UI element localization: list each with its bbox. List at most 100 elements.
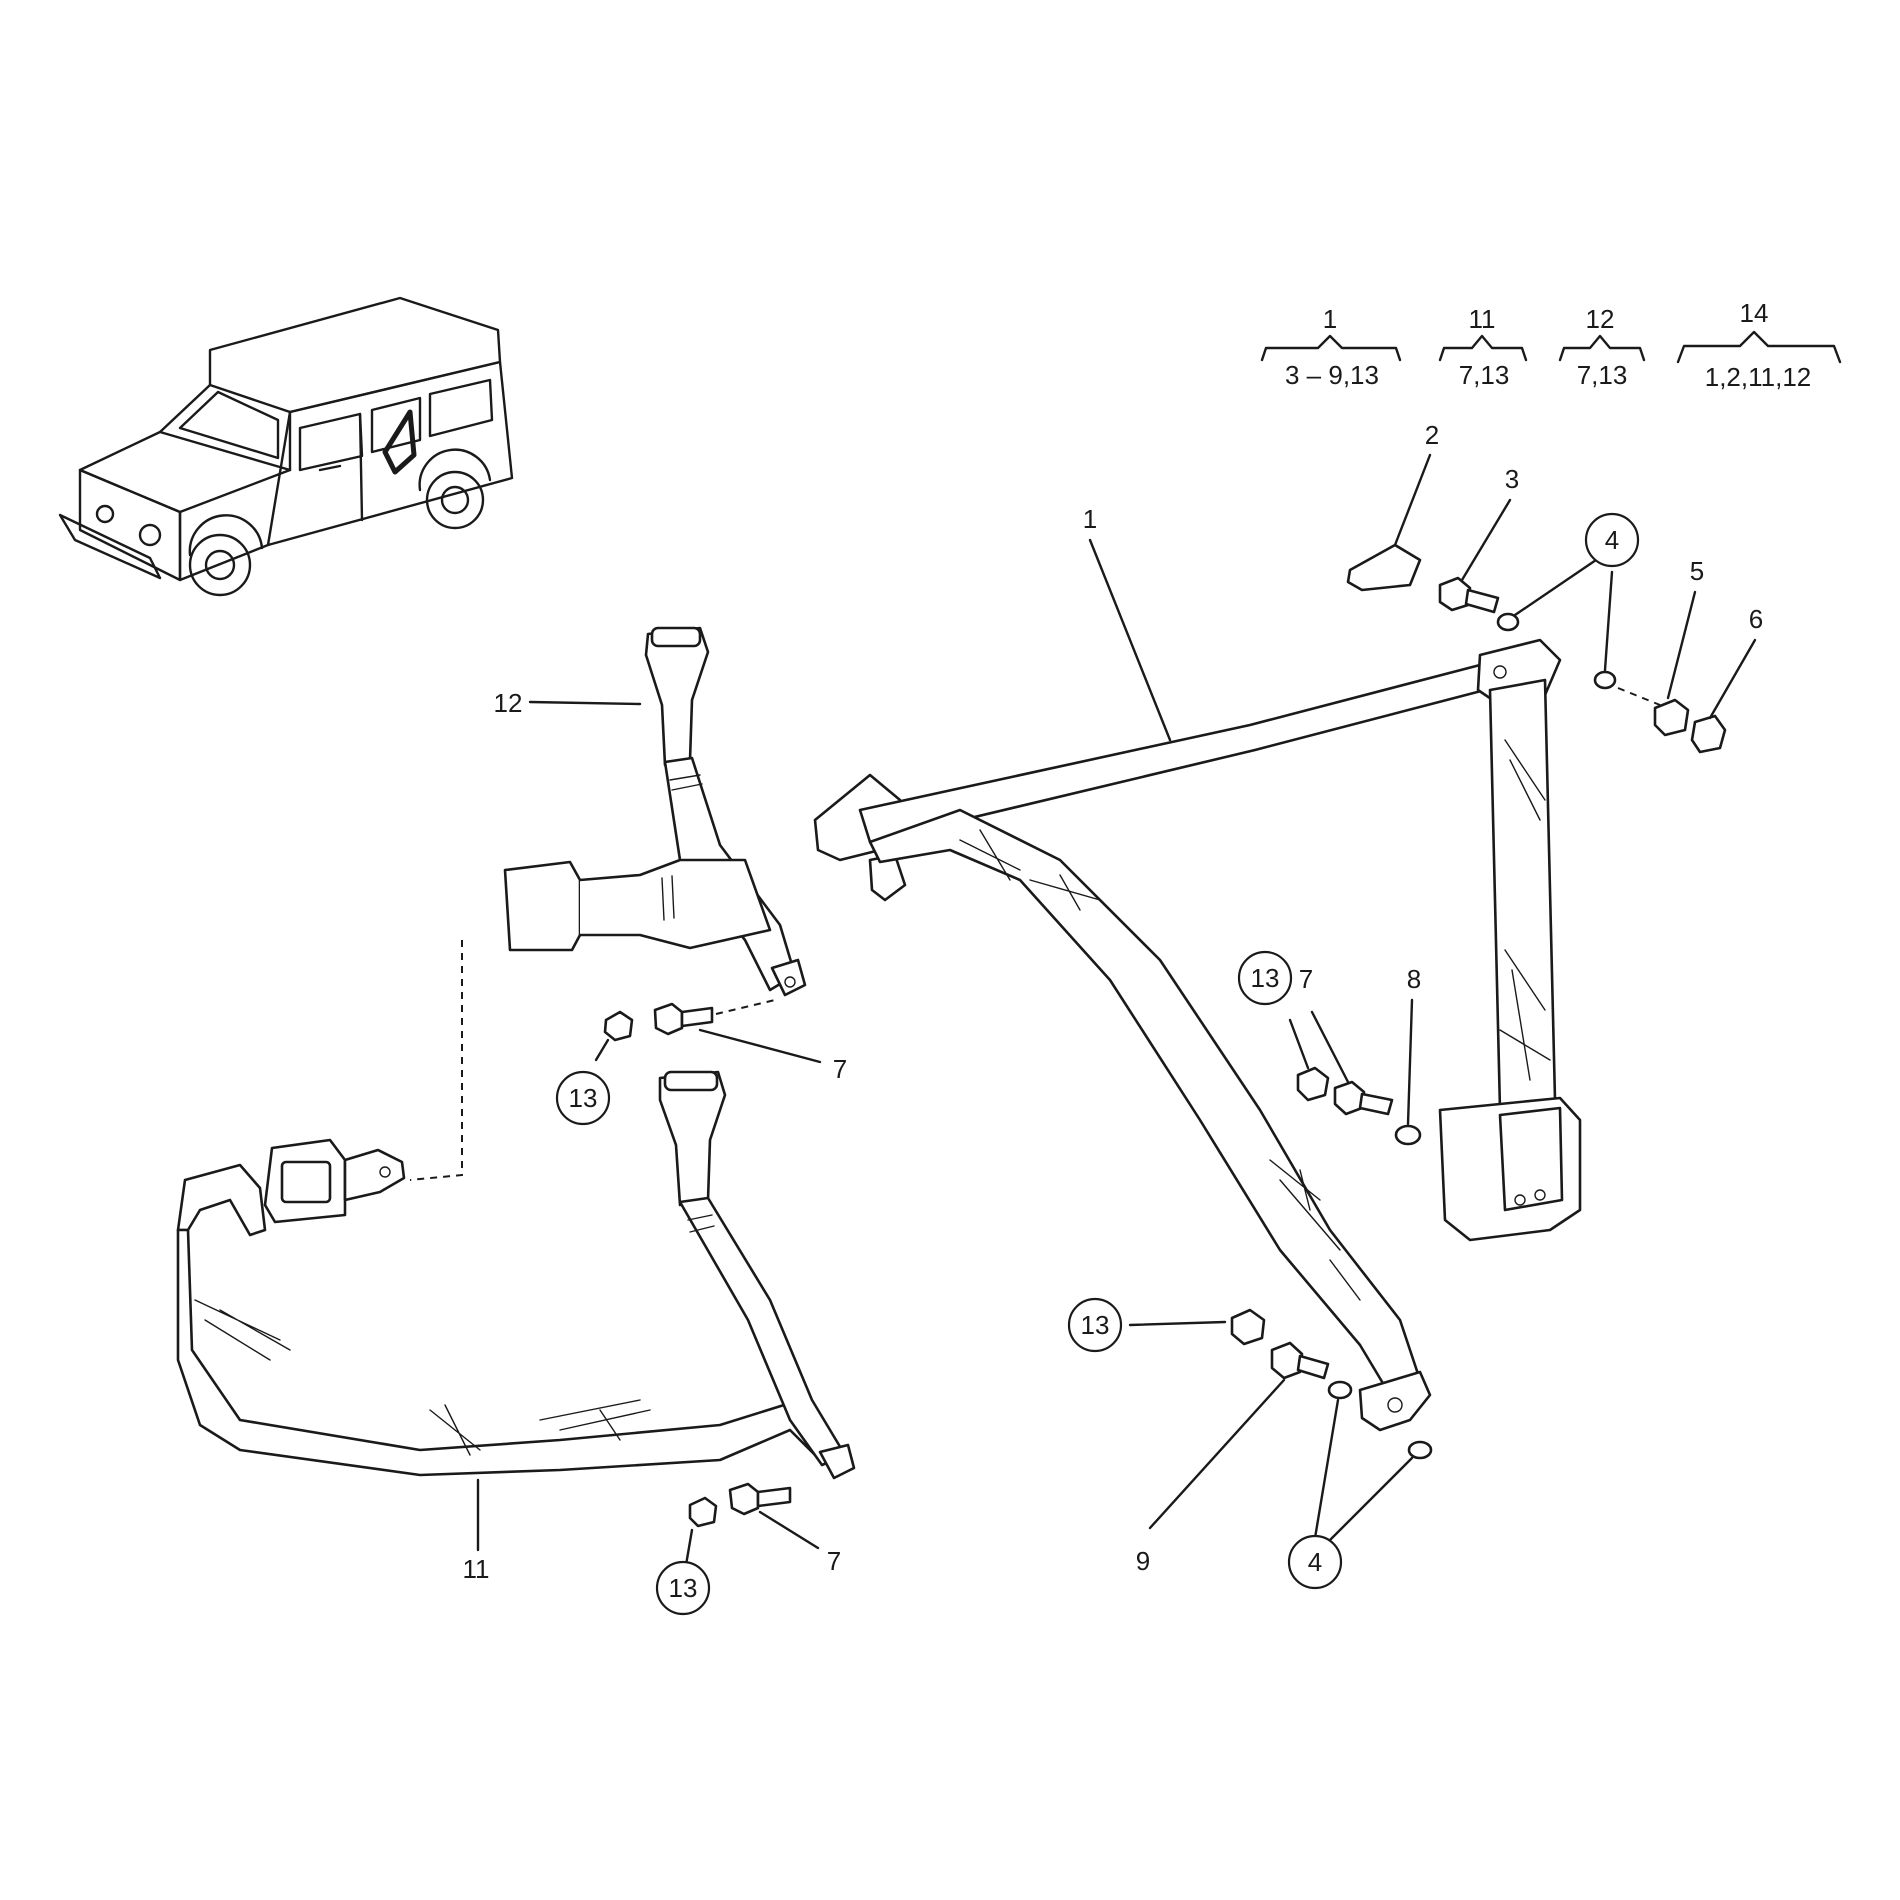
leader-12	[528, 700, 642, 706]
vehicle-wheel-arch-front	[188, 514, 264, 557]
vehicle-side	[266, 360, 514, 547]
leader-6	[1708, 638, 1757, 720]
callout-4-top: 4	[1605, 525, 1619, 555]
group-11-brace	[1438, 334, 1528, 362]
callout-13-left-upper-circle	[555, 1070, 611, 1126]
washer-4-lower-right	[1407, 1440, 1433, 1460]
callout-4-top-circle	[1584, 512, 1640, 568]
group-12-top: 12	[1586, 304, 1615, 334]
diagonal-strap-hatching	[959, 829, 1361, 1301]
vehicle-headlight-left	[95, 504, 115, 524]
lower-end-fitting-hole	[1387, 1397, 1403, 1413]
callout-13-lower: 13	[1081, 1310, 1110, 1340]
fasteners-left-upper	[603, 999, 776, 1042]
retractor-hole-2	[1534, 1189, 1546, 1201]
group-legend: 1 3 – 9,13 11 7,13 12 7,13 14 1,2,11,12	[1260, 298, 1842, 392]
leader-7-left-upper	[698, 1028, 822, 1064]
washer-8	[1394, 1124, 1422, 1146]
leader-9	[1148, 1378, 1286, 1530]
part-1-three-point-belt	[813, 638, 1582, 1432]
lap-belt-adjuster-window	[280, 1160, 332, 1204]
leader-4-top	[1513, 558, 1614, 672]
callout-2: 2	[1425, 420, 1439, 450]
spacer-6	[1690, 714, 1727, 754]
retractor-hole-1	[1514, 1194, 1526, 1206]
group-12-bottom: 7,13	[1577, 360, 1628, 390]
callout-9: 9	[1136, 1546, 1150, 1576]
vehicle-fender-line	[178, 510, 270, 582]
callout-5: 5	[1690, 556, 1704, 586]
fasteners-mid	[1296, 1066, 1422, 1146]
leader-2	[1393, 453, 1432, 547]
vehicle-door-handle	[318, 464, 342, 472]
cap-13-lower	[1230, 1308, 1266, 1346]
bolt-7-mid-shank	[1358, 1092, 1394, 1116]
group-14-brace	[1676, 330, 1842, 364]
leader-5	[1666, 590, 1697, 700]
vehicle-wheel-front	[188, 533, 252, 597]
callout-3: 3	[1505, 464, 1519, 494]
callout-7-mid: 7	[1299, 964, 1313, 994]
leader-7-mid	[1310, 1010, 1350, 1084]
cap-13-left-lower	[688, 1496, 718, 1528]
washer-4-top-right	[1593, 670, 1617, 690]
lap-belt-tongue	[409, 858, 772, 1181]
group-11-top: 11	[1469, 304, 1496, 334]
callout-13-mid-circle	[1237, 950, 1293, 1006]
cover-2	[1346, 543, 1422, 592]
fasteners-left-lower	[688, 1482, 792, 1528]
buckle-12-head	[644, 626, 710, 767]
tongue-stitch	[661, 875, 675, 921]
vehicle-hood	[78, 430, 292, 514]
leader-1	[1088, 538, 1172, 742]
leader-13-lower	[1128, 1320, 1227, 1327]
group-1-top: 1	[1323, 304, 1337, 334]
group-11-bottom: 7,13	[1459, 360, 1510, 390]
lap-belt-end-fold	[176, 1163, 267, 1237]
callout-8: 8	[1407, 964, 1421, 994]
group-1: 1 3 – 9,13	[1260, 304, 1402, 390]
callout-13-lower-circle	[1067, 1297, 1123, 1353]
group-12-brace	[1558, 334, 1646, 362]
vehicle-door-line	[358, 412, 364, 522]
vehicle-seatbelt-highlight	[382, 409, 417, 475]
cap-13-mid	[1296, 1066, 1330, 1102]
callouts: 1 2 3 4 5 6 13 7 8 13 9 4 12 13 7 11 13 …	[463, 420, 1763, 1616]
bolt-9-head	[1270, 1341, 1304, 1380]
buckle-11-anchor	[818, 1443, 856, 1480]
bolt-9-shank	[1296, 1354, 1330, 1380]
callout-6: 6	[1749, 604, 1763, 634]
vehicle-windshield-glass	[178, 390, 280, 460]
callout-4-lower: 4	[1308, 1547, 1322, 1577]
vehicle-wheel-arch-rear	[418, 448, 492, 492]
leader-lines	[476, 453, 1757, 1567]
vertical-strap-hatching	[1499, 739, 1551, 1081]
washer-4-top-left	[1496, 612, 1520, 632]
leader-4-lower	[1313, 1398, 1414, 1542]
callout-13-mid: 13	[1251, 963, 1280, 993]
callout-13-left-lower-circle	[655, 1560, 711, 1616]
tongue-plate	[503, 860, 582, 952]
top-anchor-hole	[1493, 665, 1507, 679]
group-1-brace	[1260, 334, 1402, 362]
vertical-strap	[1488, 678, 1557, 1112]
group-12: 12 7,13	[1558, 304, 1646, 390]
group-14-top: 14	[1740, 298, 1769, 328]
cap-13-left-upper	[603, 1010, 634, 1042]
group-14: 14 1,2,11,12	[1676, 298, 1842, 392]
bolt-7-left-upper-guide	[715, 999, 776, 1015]
vehicle-illustration	[58, 296, 514, 597]
retractor-bracket	[1498, 1106, 1564, 1212]
callout-13-left-lower: 13	[669, 1573, 698, 1603]
bolt-7-left-upper-head	[653, 1002, 684, 1036]
buckle-11-stitch	[687, 1214, 715, 1233]
group-14-bottom: 1,2,11,12	[1705, 362, 1812, 392]
group-1-bottom: 3 – 9,13	[1285, 360, 1379, 390]
leader-3	[1460, 498, 1512, 582]
buckle-12-stitch	[669, 774, 703, 791]
bolt-7-left-upper-shank	[680, 1006, 714, 1028]
tongue-webbing	[579, 858, 772, 950]
lap-belt-hatching	[194, 1299, 651, 1456]
buckle-12-anchor-hole	[784, 976, 796, 988]
